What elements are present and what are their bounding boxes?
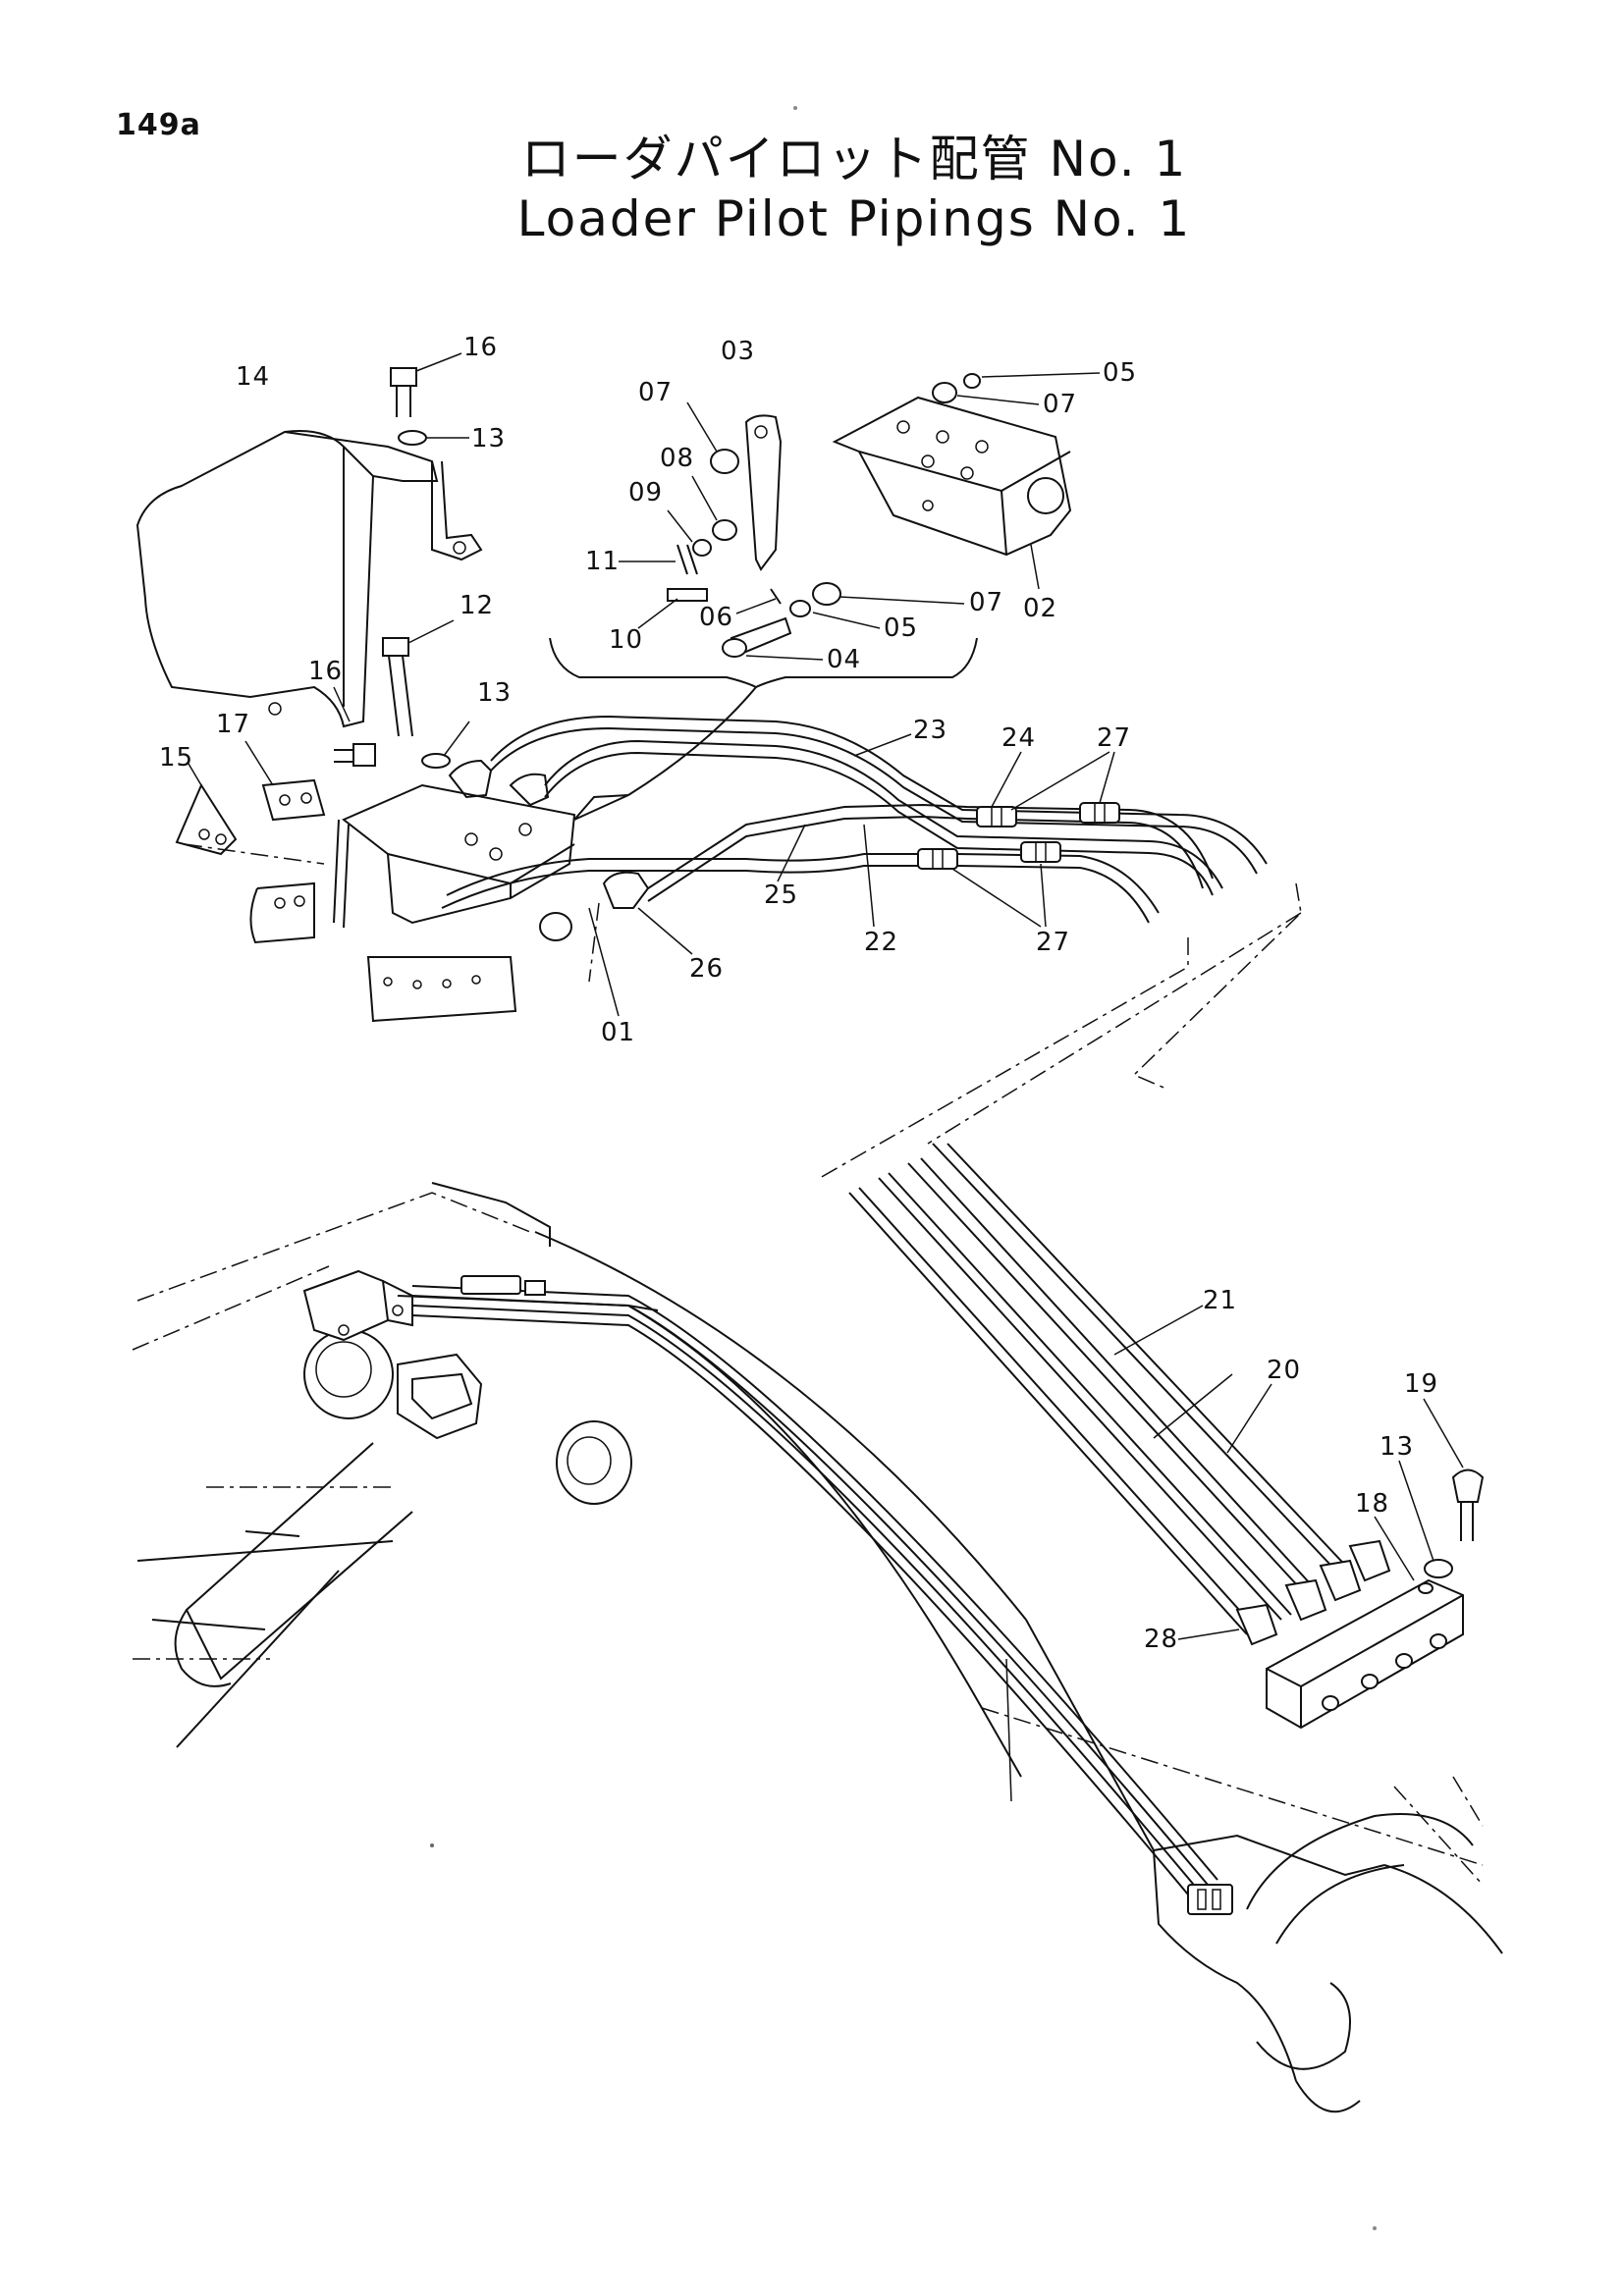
pipe-bundle-upper bbox=[441, 715, 1268, 924]
callout-24: 24 bbox=[1001, 723, 1036, 753]
valve-housing-02 bbox=[832, 373, 1072, 557]
callout-21: 21 bbox=[1203, 1286, 1237, 1315]
bracket-15 bbox=[175, 763, 238, 856]
fittings-27 bbox=[917, 802, 1120, 870]
callout-11: 11 bbox=[585, 547, 620, 576]
callout-07-b: 07 bbox=[1043, 390, 1077, 419]
callout-01: 01 bbox=[601, 1018, 635, 1047]
mount-plate bbox=[184, 843, 325, 944]
callout-22: 22 bbox=[864, 928, 898, 957]
callout-18: 18 bbox=[1355, 1489, 1389, 1519]
callout-17: 17 bbox=[216, 710, 250, 739]
title-block: ローダパイロット配管 No. 1 Loader Pilot Pipings No… bbox=[412, 130, 1296, 249]
pin-10-11 bbox=[667, 544, 708, 602]
bolt-12 bbox=[382, 619, 455, 737]
callout-labels: 16 14 13 03 07 05 07 08 09 11 10 06 07 0… bbox=[159, 333, 1464, 1654]
callout-23: 23 bbox=[913, 716, 947, 745]
callout-09: 09 bbox=[628, 478, 663, 507]
callout-16-top: 16 bbox=[463, 333, 498, 362]
callout-20: 20 bbox=[1267, 1356, 1301, 1385]
washer-13-top bbox=[398, 430, 469, 446]
elbow-fittings bbox=[448, 759, 650, 909]
callout-02: 02 bbox=[1023, 594, 1057, 623]
bushings-07-08 bbox=[692, 449, 739, 557]
callout-05-mid: 05 bbox=[884, 614, 918, 643]
callout-26: 26 bbox=[689, 954, 724, 984]
callout-25: 25 bbox=[764, 881, 798, 910]
bracket-cover-part bbox=[135, 430, 483, 728]
callout-13-top: 13 bbox=[471, 424, 506, 454]
callout-13-lower: 13 bbox=[1380, 1432, 1414, 1462]
title-english: Loader Pilot Pipings No. 1 bbox=[516, 190, 1192, 247]
plate-17 bbox=[261, 778, 326, 822]
callout-12: 12 bbox=[460, 591, 494, 620]
callout-16-lower: 16 bbox=[308, 657, 343, 686]
boom-pipes bbox=[411, 1275, 1233, 1915]
callout-04: 04 bbox=[827, 645, 861, 674]
scan-marks bbox=[430, 106, 1377, 2230]
page-number: 149a bbox=[116, 108, 201, 142]
callout-06: 06 bbox=[699, 603, 733, 632]
callout-28: 28 bbox=[1144, 1625, 1178, 1654]
boom-cylinder bbox=[133, 1329, 632, 1748]
pin-04-group bbox=[722, 582, 841, 658]
callout-07-a: 07 bbox=[638, 378, 673, 407]
bolt-19 bbox=[1424, 1468, 1485, 1578]
callout-08: 08 bbox=[660, 444, 694, 473]
manifold-block-18 bbox=[1235, 1539, 1464, 1730]
callout-15: 15 bbox=[159, 743, 193, 773]
callout-13-mid: 13 bbox=[477, 678, 512, 708]
callout-19: 19 bbox=[1404, 1369, 1438, 1399]
callout-03: 03 bbox=[721, 337, 755, 366]
washer-13-mid bbox=[421, 721, 470, 769]
bolt-16-top bbox=[390, 352, 462, 417]
pipes-20-21 bbox=[848, 1143, 1356, 1635]
boom-pilot-valve bbox=[302, 1269, 413, 1342]
connection-dashes bbox=[819, 882, 1302, 1179]
callout-10: 10 bbox=[609, 625, 643, 655]
lever-03 bbox=[744, 414, 783, 571]
bolt-16-lower bbox=[333, 686, 376, 767]
callout-27-top: 27 bbox=[1097, 723, 1131, 753]
title-japanese: ローダパイロット配管 No. 1 bbox=[520, 131, 1188, 187]
valve-block-01 bbox=[333, 783, 600, 1023]
callout-05-top: 05 bbox=[1103, 358, 1137, 388]
callout-07-c: 07 bbox=[969, 588, 1003, 617]
callout-14: 14 bbox=[236, 362, 270, 392]
callout-27-bottom: 27 bbox=[1036, 928, 1070, 957]
